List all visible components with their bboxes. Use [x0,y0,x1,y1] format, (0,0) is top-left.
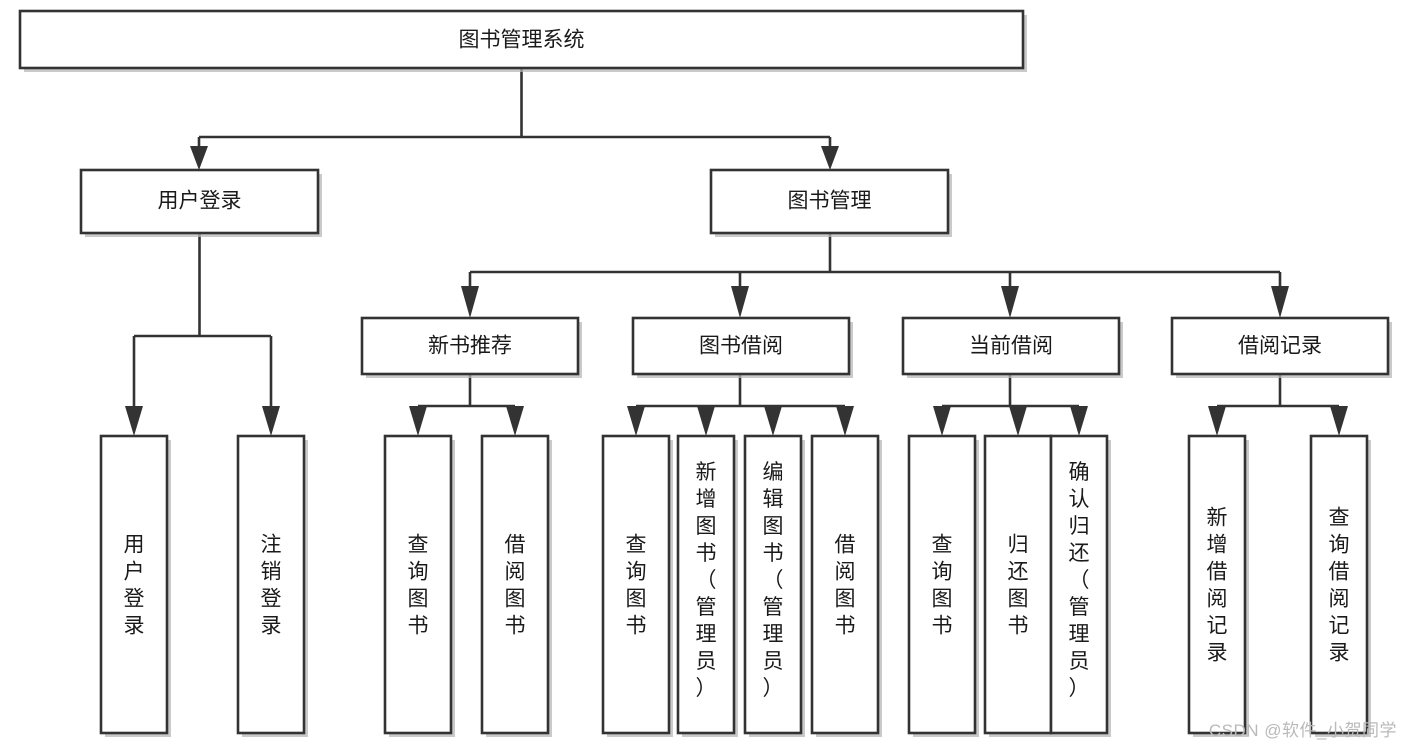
arrowhead-bb-leaf4 [836,406,854,436]
edge-group-book-mgmt-to-level3 [461,233,1289,318]
leaf-node-layer: 用户登录 注销登录 查询图书 借阅图书 查询图书 新增图书（管理员） 编辑图书（管理员） 借阅… [99,434,1371,737]
book-borrow-label: 图书借阅 [699,335,783,358]
leaf-label: 查询借阅记录 [1329,507,1350,665]
leaf-box[interactable] [743,434,803,735]
leaf-box[interactable] [480,434,550,735]
leaf-label: 新增借阅记录 [1207,507,1228,665]
arrowhead-bb-leaf2 [697,406,715,436]
leaf-box[interactable] [236,434,306,735]
arrowhead-br-leaf2 [1330,406,1348,436]
leaf-node[interactable]: 新增借阅记录 [1187,434,1249,737]
arrowhead-book-borrow [731,286,749,318]
arrowhead-nbr-leaf2 [506,406,524,436]
current-borrow-box[interactable] [901,316,1121,376]
edge-group-user-login-to-leaves [125,233,280,436]
leaf-box[interactable] [1309,434,1369,735]
edge-group-book-borrow-to-leaves [627,374,854,436]
edge-group-root-to-level2 [190,68,839,170]
edge-group-current-borrow-to-leaves [933,374,1088,436]
new-book-recommend-label: 新书推荐 [428,335,512,358]
borrow-record-box[interactable] [1170,316,1390,376]
borrow-record-label: 借阅记录 [1238,335,1322,358]
leaf-node[interactable]: 用户登录 [99,434,171,737]
arrowhead-borrow-record [1271,286,1289,318]
root-box[interactable] [18,9,1025,70]
leaf-label: 借阅图书 [835,534,856,638]
root-label: 图书管理系统 [459,29,585,52]
user-login-box[interactable] [79,168,320,235]
arrowhead-cb-leaf3 [1070,406,1088,436]
leaf-label: 借阅图书 [505,534,526,638]
leaf-box[interactable] [810,434,880,735]
arrowhead-bb-leaf3 [764,406,782,436]
leaf-box[interactable] [983,434,1053,735]
leaf-label: 查询图书 [932,534,953,638]
book-management-label: 图书管理 [788,190,872,213]
node-borrow-record[interactable]: 借阅记录 [1170,316,1392,378]
arrowhead-nbr-leaf1 [409,406,427,436]
leaf-node[interactable]: 新增图书（管理员） [676,434,738,737]
leaf-label: 确认归还（管理员） [1069,461,1090,700]
leaf-box[interactable] [1187,434,1247,735]
arrowhead-br-leaf1 [1208,406,1226,436]
leaf-label: 用户登录 [124,534,145,638]
arrowhead-user-login [190,146,208,170]
leaf-label: 查询图书 [408,534,429,638]
leaf-node[interactable]: 查询图书 [383,434,455,737]
leaf-label: 注销登录 [261,534,282,638]
user-login-label: 用户登录 [158,190,242,213]
arrowhead-cb-leaf1 [933,406,951,436]
leaf-box[interactable] [99,434,169,735]
leaf-node[interactable]: 确认归还（管理员） [1049,434,1111,737]
leaf-box[interactable] [601,434,671,735]
arrowhead-book-mgmt [821,146,839,170]
node-root-system[interactable]: 图书管理系统 [18,9,1027,72]
arrowhead-leaf-user-login [125,406,143,436]
node-user-login[interactable]: 用户登录 [79,168,322,237]
node-current-borrow[interactable]: 当前借阅 [901,316,1123,378]
book-borrow-box[interactable] [631,316,851,376]
leaf-node[interactable]: 查询图书 [601,434,673,737]
leaf-node[interactable]: 归还图书 [983,434,1055,737]
leaf-box[interactable] [907,434,977,735]
node-book-management[interactable]: 图书管理 [709,168,952,237]
edge-group-new-book-rec-to-leaves [409,374,524,436]
leaf-node[interactable]: 编辑图书（管理员） [743,434,805,737]
leaf-label: 新增图书（管理员） [696,461,717,700]
leaf-node[interactable]: 借阅图书 [810,434,882,737]
new-book-recommend-box[interactable] [360,316,580,376]
leaf-label: 编辑图书（管理员） [763,461,784,700]
leaf-node[interactable]: 借阅图书 [480,434,552,737]
edge-group-borrow-record-to-leaves [1208,374,1348,436]
current-borrow-label: 当前借阅 [969,335,1053,358]
arrowhead-cb-leaf2 [1009,406,1027,436]
arrowhead-leaf-logout [262,406,280,436]
leaf-box[interactable] [1049,434,1109,735]
node-new-book-recommend[interactable]: 新书推荐 [360,316,582,378]
arrowhead-current-borrow [1001,286,1019,318]
leaf-box[interactable] [676,434,736,735]
leaf-node[interactable]: 查询借阅记录 [1309,434,1371,737]
leaf-node[interactable]: 查询图书 [907,434,979,737]
watermark-text: CSDN @软件_小贺同学 [1208,721,1397,740]
leaf-box[interactable] [383,434,453,735]
leaf-label: 归还图书 [1008,534,1029,638]
node-book-borrow[interactable]: 图书借阅 [631,316,853,378]
leaf-node[interactable]: 注销登录 [236,434,308,737]
leaf-label: 查询图书 [626,534,647,638]
book-management-box[interactable] [709,168,950,235]
arrowhead-bb-leaf1 [627,406,645,436]
arrowhead-new-book-rec [461,286,479,318]
